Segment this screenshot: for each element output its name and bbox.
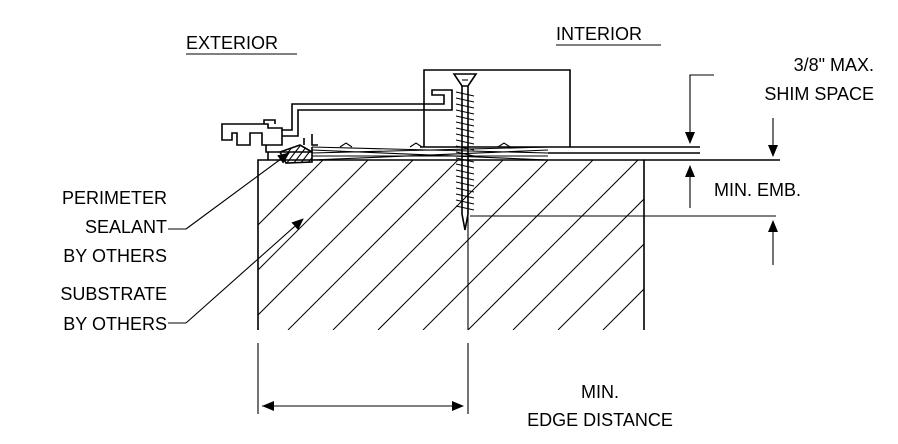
substrate-block <box>257 159 776 330</box>
perimeter-label-line1: PERIMETER <box>62 188 167 208</box>
min-embedment-dimension <box>685 165 778 265</box>
shim-space-dimension <box>685 74 778 157</box>
perimeter-sealant-leader-arrow <box>185 152 290 230</box>
shim-space-label-line1: 3/8" MAX. <box>794 55 874 75</box>
substrate-hatching <box>258 160 644 330</box>
edge-distance-dimension <box>257 343 469 414</box>
perimeter-label-line2: SEALANT <box>85 217 167 237</box>
perimeter-label-line3: BY OTHERS <box>63 246 167 266</box>
interior-label: INTERIOR <box>556 24 642 44</box>
perimeter-sealant-bead <box>278 144 313 164</box>
interior-block <box>420 69 780 161</box>
min-emb-label: MIN. EMB. <box>714 180 801 200</box>
exterior-label: EXTERIOR <box>186 33 278 53</box>
shim-stack <box>311 142 549 161</box>
edge-distance-label-line2: EDGE DISTANCE <box>527 410 673 430</box>
substrate-label-line2: BY OTHERS <box>63 314 167 334</box>
edge-distance-label-line1: MIN. <box>581 382 619 402</box>
fastener-screw <box>452 73 478 231</box>
substrate-leader-arrow <box>185 218 304 324</box>
shim-space-label-line2: SHIM SPACE <box>764 84 874 104</box>
substrate-outline <box>257 159 645 330</box>
substrate-label-line1: SUBSTRATE <box>60 284 167 304</box>
